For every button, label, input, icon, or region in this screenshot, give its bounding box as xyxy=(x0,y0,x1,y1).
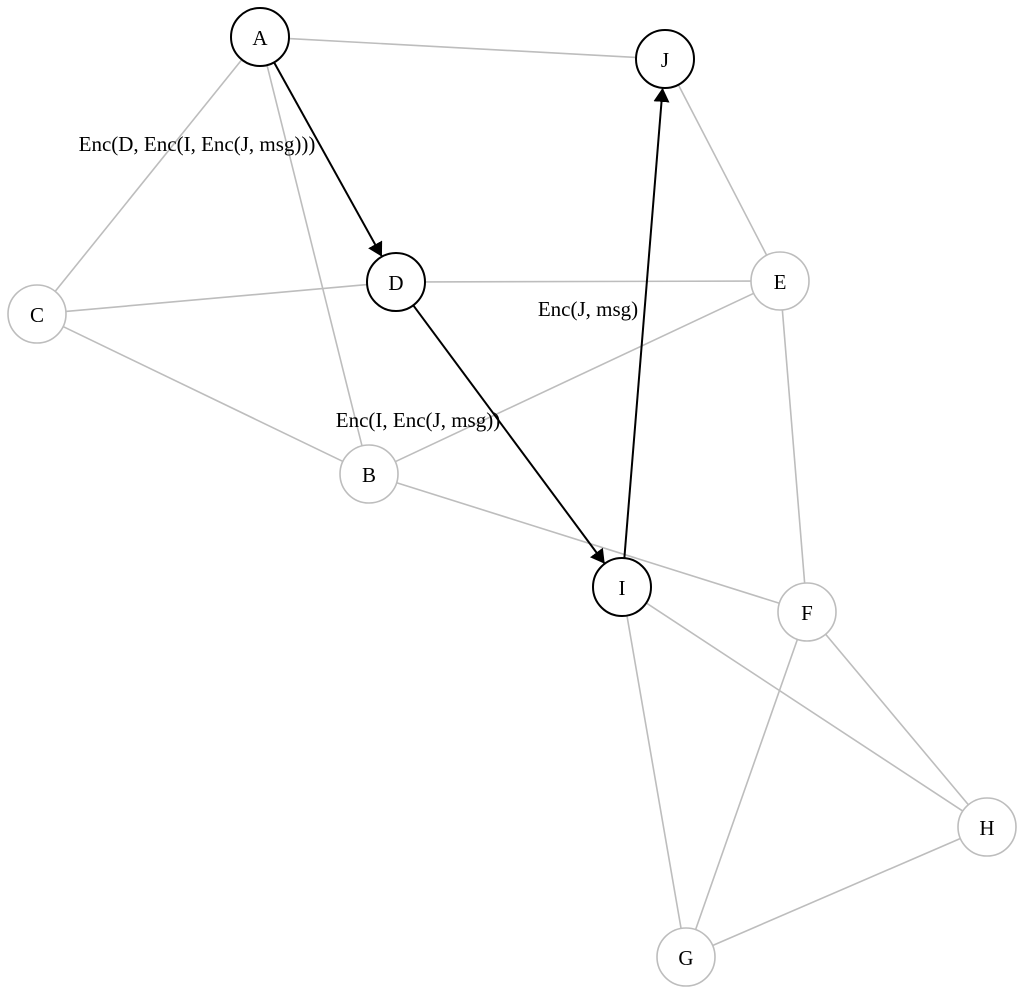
edge-e-b xyxy=(394,292,755,463)
node-circle-h xyxy=(957,797,1017,857)
edge-j-e xyxy=(677,84,768,256)
edge-b-f xyxy=(396,481,780,605)
node-label-j: J xyxy=(661,48,669,72)
node-c: C xyxy=(7,284,67,344)
edge-a-b xyxy=(266,64,363,447)
edge-f-g xyxy=(694,639,799,930)
node-circle-d xyxy=(366,252,426,312)
node-j: J xyxy=(635,29,695,89)
node-label-b: B xyxy=(362,463,376,487)
node-g: G xyxy=(656,927,716,987)
edges-layer xyxy=(54,37,969,947)
node-label-a: A xyxy=(252,26,268,50)
node-circle-e xyxy=(750,251,810,311)
node-circle-c xyxy=(7,284,67,344)
edge-h-g xyxy=(712,837,961,947)
node-h: H xyxy=(957,797,1017,857)
node-label-e: E xyxy=(774,270,787,294)
node-label-c: C xyxy=(30,303,44,327)
edge-i-h xyxy=(645,602,964,812)
edge-c-d xyxy=(65,283,368,313)
edge-c-b xyxy=(62,325,344,463)
nodes-layer: A B C D E F G H I J xyxy=(7,7,1017,987)
node-circle-a xyxy=(230,7,290,67)
edge-a-j xyxy=(288,37,637,59)
node-f: F xyxy=(777,582,837,642)
route-arrow-i-j xyxy=(623,87,670,559)
edge-i-g xyxy=(626,615,682,929)
node-d: D xyxy=(366,252,426,312)
node-circle-b xyxy=(339,444,399,504)
route-labels-layer: Enc(D, Enc(I, Enc(J, msg))) Enc(I, Enc(J,… xyxy=(79,132,639,432)
node-label-f: F xyxy=(801,601,813,625)
node-b: B xyxy=(339,444,399,504)
node-label-i: I xyxy=(619,576,626,600)
node-circle-i xyxy=(592,557,652,617)
route-arrow-a-d xyxy=(273,61,383,257)
node-circle-j xyxy=(635,29,695,89)
edge-e-f xyxy=(781,309,806,584)
route-label-i-j: Enc(J, msg) xyxy=(538,297,638,321)
node-i: I xyxy=(592,557,652,617)
node-label-h: H xyxy=(979,816,994,840)
route-arrow-d-i xyxy=(412,304,605,564)
edge-a-c xyxy=(54,59,243,292)
route-layer xyxy=(273,61,670,564)
edge-d-e xyxy=(424,280,752,283)
node-circle-g xyxy=(656,927,716,987)
route-label-d-i: Enc(I, Enc(J, msg)) xyxy=(336,408,500,432)
node-circle-f xyxy=(777,582,837,642)
node-e: E xyxy=(750,251,810,311)
route-label-a-d: Enc(D, Enc(I, Enc(J, msg))) xyxy=(79,132,316,156)
node-label-d: D xyxy=(388,271,403,295)
edge-f-h xyxy=(825,633,969,806)
node-a: A xyxy=(230,7,290,67)
node-label-g: G xyxy=(678,946,693,970)
